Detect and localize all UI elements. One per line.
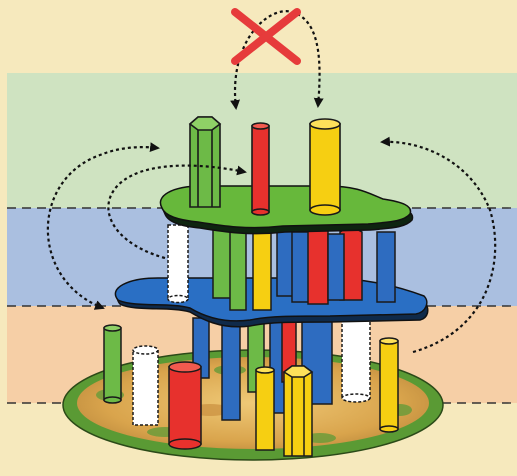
stacking-diagram: [0, 0, 517, 476]
